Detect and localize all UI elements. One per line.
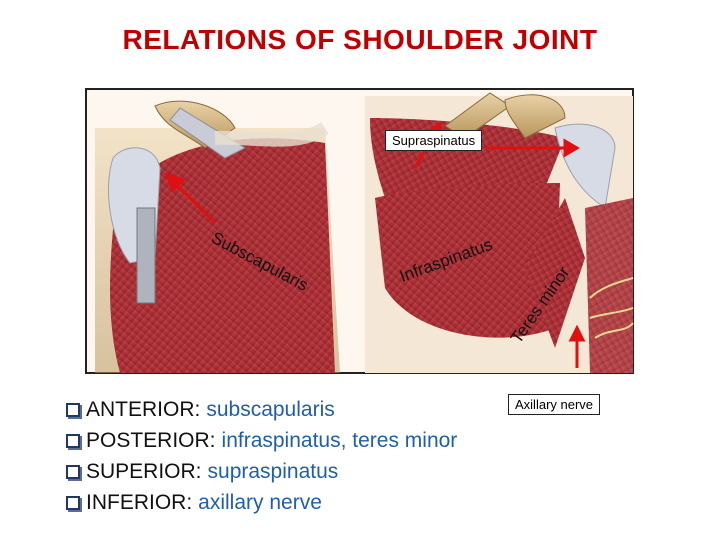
checkbox-bullet-icon xyxy=(66,495,80,510)
page-title: RELATIONS OF SHOULDER JOINT xyxy=(122,24,598,55)
arrows xyxy=(164,121,586,368)
relation-value: supraspinatus xyxy=(207,459,339,483)
relation-key: POSTERIOR: xyxy=(86,428,216,452)
relation-value: infraspinatus, teres minor xyxy=(221,428,458,452)
checkbox-bullet-icon xyxy=(66,464,80,479)
list-item: POSTERIOR: infraspinatus, teres minor xyxy=(66,425,457,456)
supraspinatus-label: Supraspinatus xyxy=(385,130,483,151)
relation-key: SUPERIOR: xyxy=(86,459,202,483)
shoulder-svg xyxy=(85,88,634,374)
list-item: SUPERIOR: supraspinatus xyxy=(66,456,457,487)
relation-value: subscapularis xyxy=(206,397,335,421)
list-item: ANTERIOR: subscapularis xyxy=(66,394,457,425)
relation-key: ANTERIOR: xyxy=(86,397,201,421)
list-item: INFERIOR: axillary nerve xyxy=(66,487,457,518)
checkbox-bullet-icon xyxy=(66,402,80,417)
relation-key: INFERIOR: xyxy=(86,490,193,514)
posterior-view xyxy=(365,92,634,373)
relations-list: ANTERIOR: subscapularis POSTERIOR: infra… xyxy=(66,394,457,518)
checkbox-bullet-icon xyxy=(66,433,80,448)
axillary-nerve-label: Axillary nerve xyxy=(508,394,601,415)
shoulder-illustration: Supraspinatus Subscapularis Infraspinatu… xyxy=(85,88,634,374)
anterior-view xyxy=(95,100,340,373)
relation-value: axillary nerve xyxy=(198,490,322,514)
